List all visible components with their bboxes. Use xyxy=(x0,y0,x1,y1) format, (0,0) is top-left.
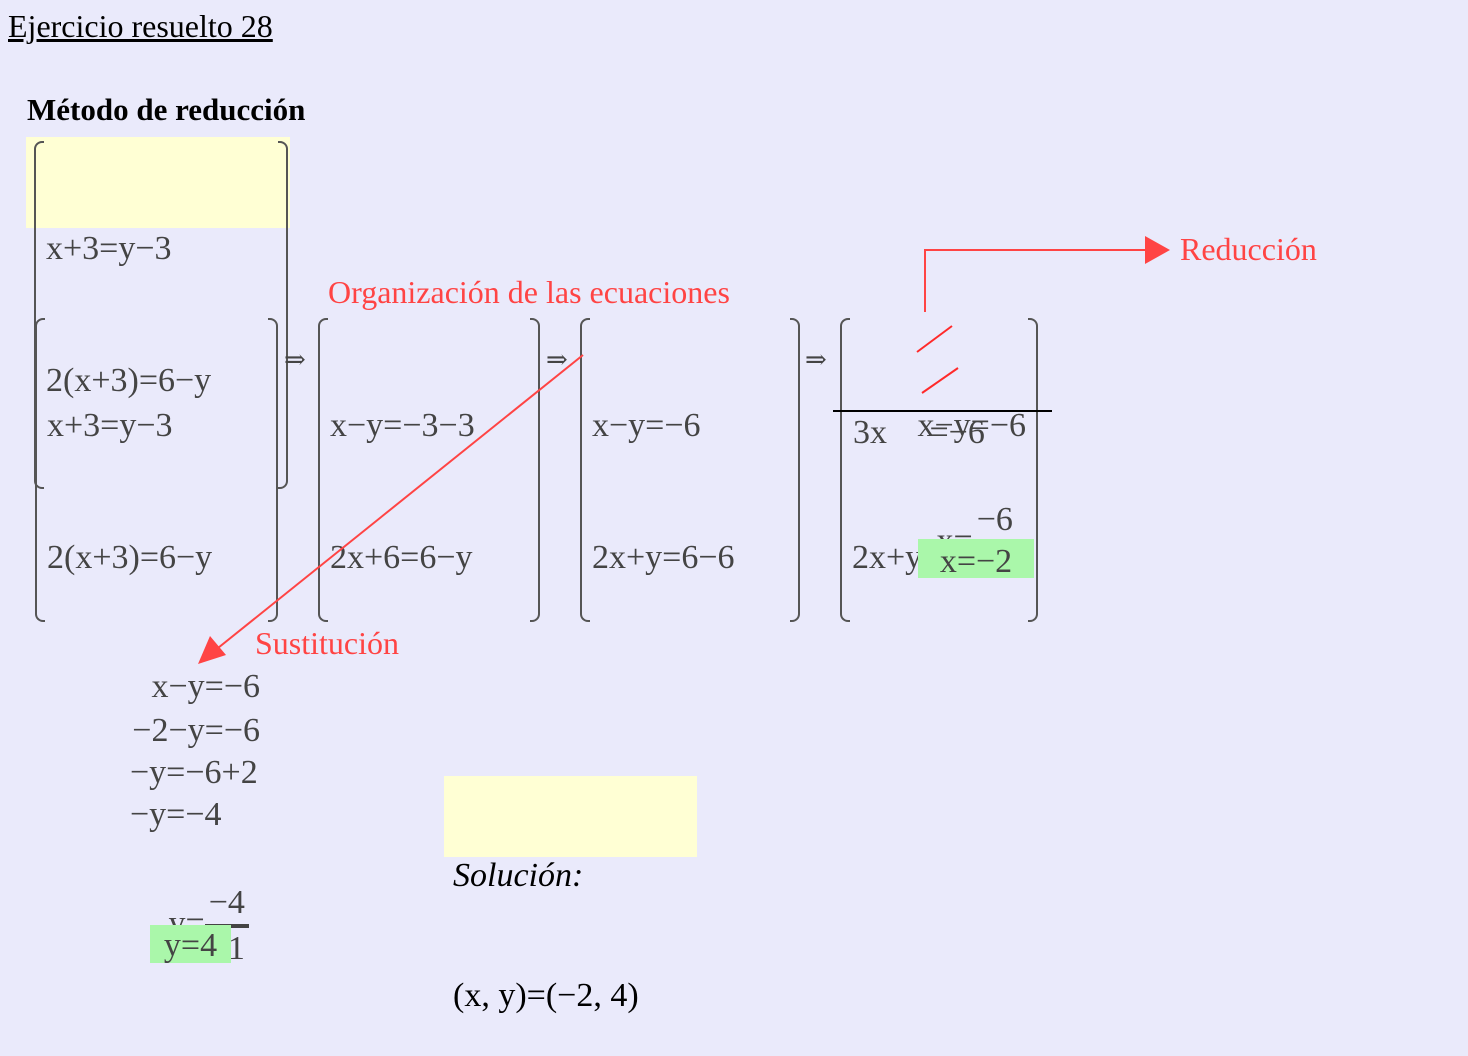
label-reduccion: Reducción xyxy=(1180,231,1317,267)
equation: x+3=y−3 xyxy=(47,407,173,444)
solution-label: Solución: xyxy=(453,857,584,894)
sub-line-4: −y=−4 xyxy=(130,796,222,833)
exercise-title: Ejercicio resuelto 28 xyxy=(8,8,273,44)
step-system-2: x−y=−3−3 2x+6=6−y xyxy=(318,316,540,624)
annotation-arrows xyxy=(198,236,1170,664)
equation: 2x+y=6−6 xyxy=(592,539,735,576)
implies-arrow: ⇒ xyxy=(805,345,827,374)
equation: x−y=−3−3 xyxy=(330,407,475,444)
sub-line-2: −2−y=−6 xyxy=(132,712,260,749)
equation: x−y=−6 xyxy=(592,407,701,444)
step-system-3: x−y=−6 2x+y=6−6 xyxy=(580,316,800,624)
sub-line-1: x−y=−6 xyxy=(151,668,260,705)
method-heading: Método de reducción xyxy=(27,92,306,127)
sum-equation: 3x =−6 xyxy=(853,414,985,451)
label-organizacion: Organización de las ecuaciones xyxy=(328,274,730,310)
equation: x−y=−6 xyxy=(917,407,1026,444)
sub-line-3: −y=−6+2 xyxy=(130,754,258,791)
y-result: y=4 xyxy=(150,925,231,964)
equation: 2x+6=6−y xyxy=(330,539,473,576)
step-system-4: x−y=−6 2x+y=0 xyxy=(840,316,1038,624)
equation-1: x+3=y−3 xyxy=(46,230,172,267)
step-system-1: x+3=y−3 2(x+3)=6−y xyxy=(35,316,278,624)
reduction-arrow xyxy=(924,236,1170,312)
label-sustitucion: Sustitución xyxy=(255,625,400,661)
solution-value: (x, y)=(−2, 4) xyxy=(453,977,639,1014)
strike-marks xyxy=(916,325,959,394)
sum-line xyxy=(833,410,1052,412)
original-system-box: x+3=y−3 2(x+3)=6−y xyxy=(26,137,290,489)
implies-arrow: ⇒ xyxy=(546,345,568,374)
x-result: x=−2 xyxy=(918,539,1034,580)
equation: 2(x+3)=6−y xyxy=(47,539,213,576)
implies-arrow: ⇒ xyxy=(284,345,306,374)
equation-2: 2(x+3)=6−y xyxy=(46,362,212,399)
original-system: x+3=y−3 2(x+3)=6−y xyxy=(34,139,288,491)
substitution-arrow xyxy=(198,354,584,664)
